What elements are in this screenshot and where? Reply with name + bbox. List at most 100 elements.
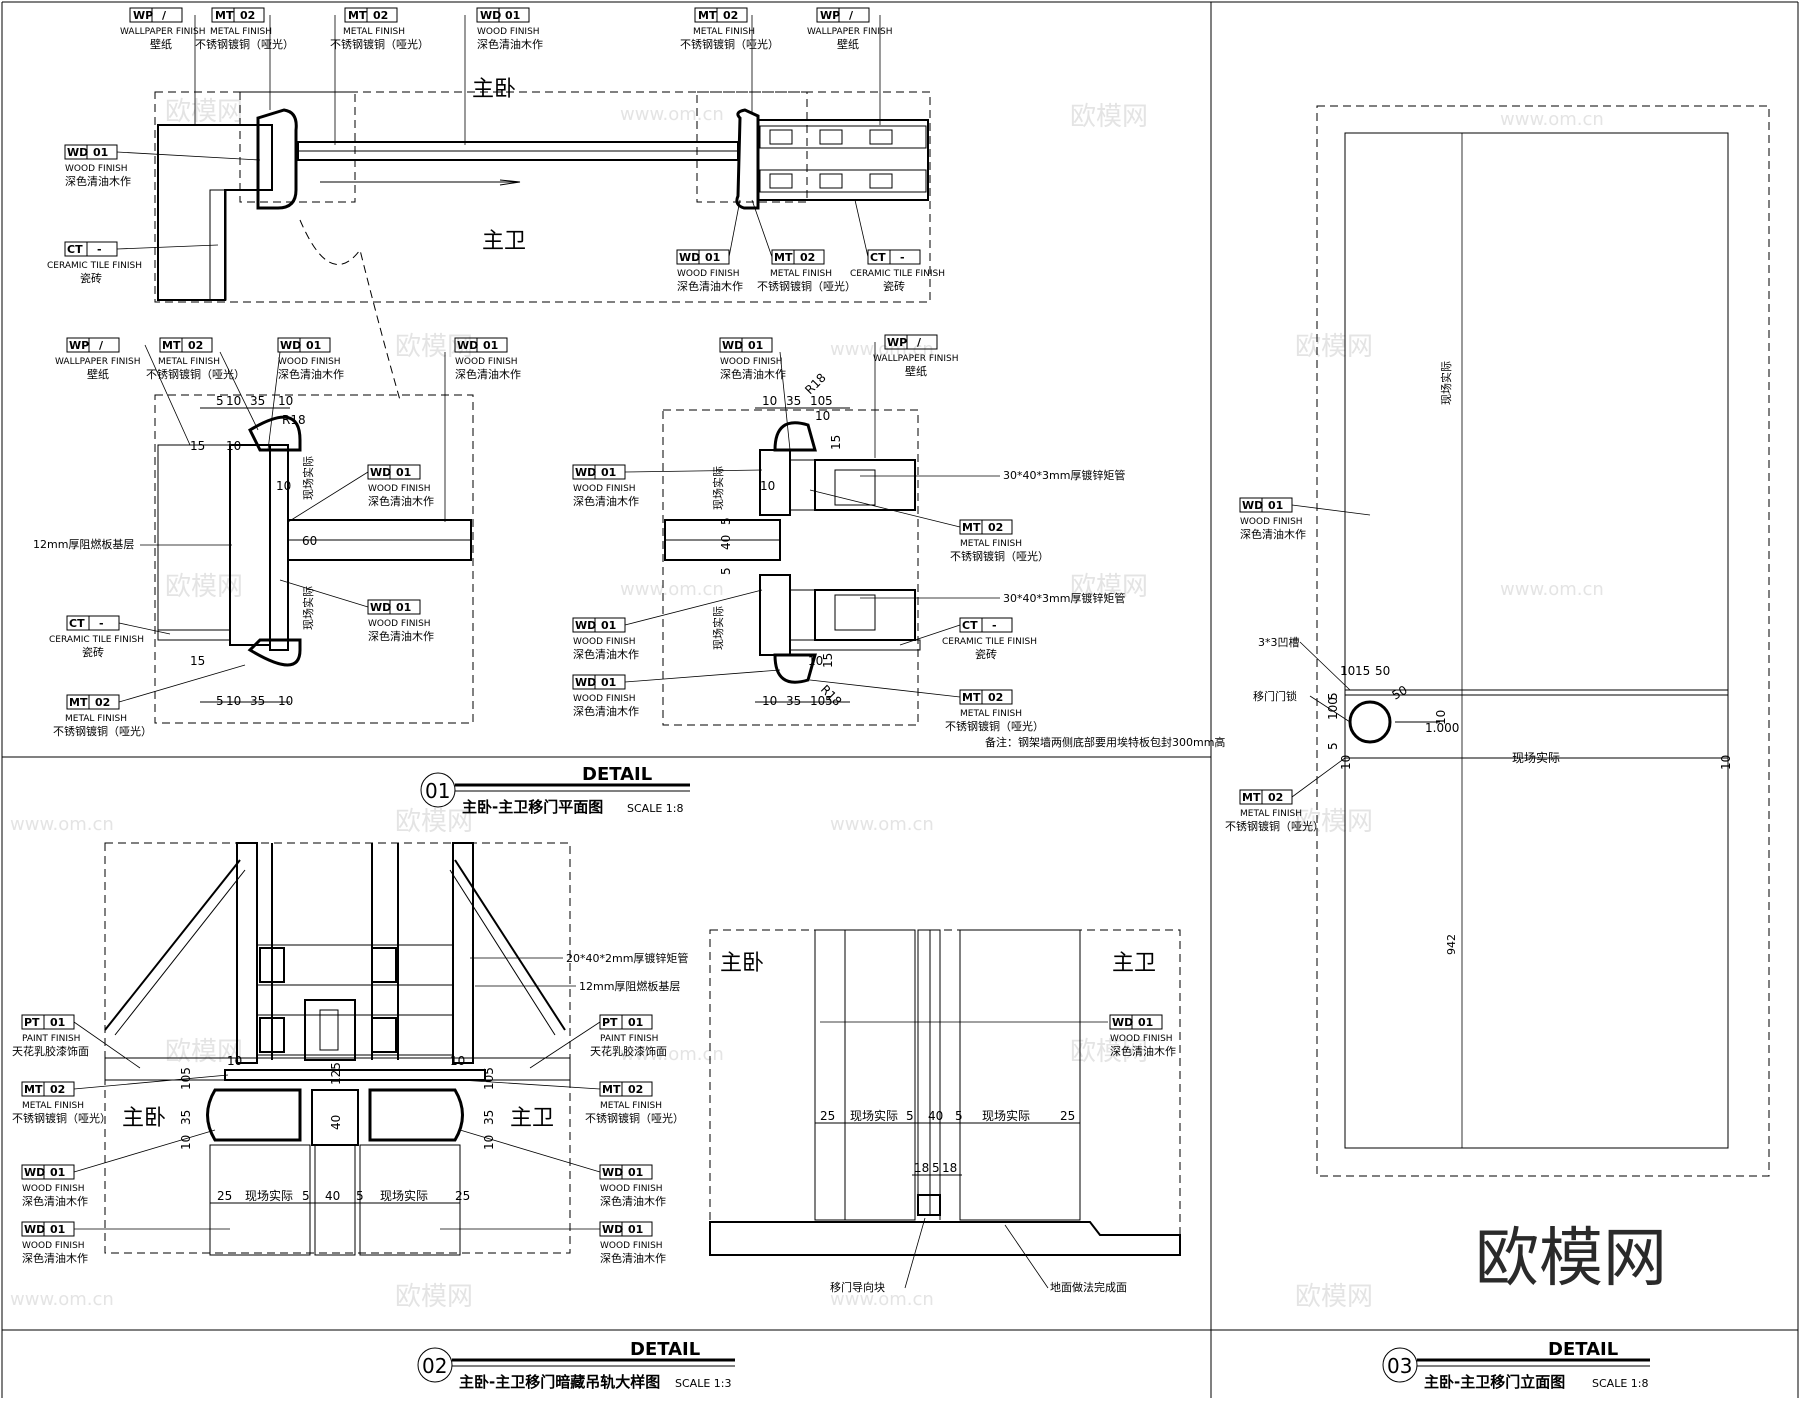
note-guide-block: 移门导向块 — [830, 1280, 885, 1294]
dim: 5 — [825, 694, 833, 708]
tag-en: METAL FINISH — [600, 1101, 662, 1111]
dim: 10 — [815, 409, 830, 423]
tag-en: METAL FINISH — [960, 709, 1022, 719]
tag-cn: 深色清油木作 — [573, 704, 639, 718]
tag-num: 01 — [306, 339, 321, 352]
tag-en: PAINT FINISH — [600, 1034, 658, 1044]
tag-num: 01 — [505, 9, 520, 22]
tag-code: CT — [67, 243, 83, 256]
tag-num: 02 — [1268, 791, 1283, 804]
dim: 10 — [226, 694, 241, 708]
tag-code: WP — [69, 339, 89, 352]
note-groove: 3*3凹槽 — [1258, 636, 1300, 649]
dim: 5 — [302, 1189, 310, 1203]
tag-en: PAINT FINISH — [22, 1034, 80, 1044]
dim-height: 1.000 — [1425, 721, 1459, 735]
note-fire-board: 12mm厚阻燃板基层 — [579, 979, 680, 993]
detail-03-title-block: 03 DETAIL 主卧-主卫移门立面图 SCALE 1:8 — [1382, 1339, 1650, 1391]
tag-code: WD — [457, 339, 478, 352]
tag-num: 02 — [800, 251, 815, 264]
tag-cn: 不锈钢镀铜（哑光） — [1225, 819, 1324, 833]
dim: 35 — [786, 694, 801, 708]
tag-code: MT — [962, 521, 981, 534]
dim: 40 — [329, 1115, 343, 1130]
detail-scale: SCALE 1:8 — [627, 802, 683, 815]
tag-cn: 深色清油木作 — [573, 647, 639, 661]
dim-site: 现场实际 — [301, 586, 315, 630]
room-label-bedroom: 主卧 — [472, 77, 516, 102]
dim: 10 — [810, 394, 825, 408]
tag-num: 01 — [628, 1016, 643, 1029]
tag-cn: 瓷砖 — [80, 271, 102, 285]
dim-site: 现场实际 — [1439, 361, 1453, 405]
tag-code: WD — [575, 619, 596, 632]
detail-title: 主卧-主卫移门暗藏吊轨大样图 — [459, 1373, 660, 1391]
tag-cn: 深色清油木作 — [600, 1251, 666, 1265]
tag-code: WD — [679, 251, 700, 264]
detail-scale: SCALE 1:3 — [675, 1377, 731, 1390]
note-floor-finish: 地面做法完成面 — [1050, 1280, 1127, 1294]
tag-code: PT — [24, 1016, 40, 1029]
tag-num: 01 — [50, 1016, 65, 1029]
tag-cn: 深色清油木作 — [1240, 527, 1306, 541]
note-tube-30: 30*40*3mm厚镀锌矩管 — [1003, 591, 1125, 605]
tag-num: 01 — [601, 619, 616, 632]
dim-length: 942 — [1445, 934, 1458, 955]
dim: 10 — [226, 439, 241, 453]
dim-site: 现场实际 — [711, 466, 725, 510]
dim: 18 — [914, 1161, 929, 1175]
tag-en: METAL FINISH — [210, 27, 272, 37]
tag-en: WOOD FINISH — [22, 1241, 85, 1251]
tag-en: WOOD FINISH — [455, 357, 518, 367]
tag-code: MT — [69, 696, 88, 709]
tag-cn: 不锈钢镀铜（哑光） — [53, 724, 152, 738]
dim-radius: R18 — [282, 413, 306, 427]
detail-title: 主卧-主卫移门立面图 — [1424, 1373, 1565, 1391]
detail-02-section: 主卧 主卫 20*40*2mm厚镀锌矩管 12mm厚阻燃板基层 25 现场实际 … — [104, 842, 688, 1256]
dim: 5 — [825, 394, 833, 408]
tag-en: WOOD FINISH — [477, 27, 540, 37]
tag-num: 01 — [748, 339, 763, 352]
tag-cn: 不锈钢镀铜（哑光） — [950, 549, 1049, 563]
watermark: 欧模网 — [395, 807, 473, 837]
dim: 15 — [1355, 664, 1370, 678]
tag-code: CT — [69, 617, 85, 630]
detail-01-left-enlarged: 5 10 35 10 R18 15 10 10 60 15 5 10 35 10… — [33, 394, 474, 724]
tag-num: 01 — [601, 466, 616, 479]
detail-03-tags: WD 01 WOOD FINISH 深色清油木作 MT 02 METAL FIN… — [1225, 497, 1371, 833]
dim: 18 — [942, 1161, 957, 1175]
dim: 100 — [1326, 697, 1340, 720]
detail-02-elevation: 主卧 主卫 25 现场实际 5 40 5 现场实际 25 18 5 18 移门导… — [709, 929, 1181, 1294]
dim: 5 — [719, 567, 733, 575]
detail-heading: DETAIL — [582, 764, 652, 785]
tag-code: MT — [348, 9, 367, 22]
tag-num: 02 — [50, 1083, 65, 1096]
tag-cn: 深色清油木作 — [677, 279, 743, 293]
tag-cn: 壁纸 — [905, 364, 927, 378]
detail-number: 02 — [422, 1354, 447, 1378]
tag-cn: 深色清油木作 — [600, 1194, 666, 1208]
dim: 125 — [329, 1062, 343, 1085]
tag-num: - — [99, 617, 104, 630]
tag-code: WP — [887, 336, 907, 349]
tag-code: WD — [602, 1166, 623, 1179]
dim: 10 — [808, 654, 823, 668]
watermark-url: www.om.cn — [830, 814, 934, 835]
tag-num: 02 — [188, 339, 203, 352]
watermark-url: www.om.cn — [10, 1289, 114, 1310]
tag-num: / — [917, 336, 922, 349]
tag-en: METAL FINISH — [960, 539, 1022, 549]
dim: 15 — [190, 439, 205, 453]
tag-en: METAL FINISH — [1240, 809, 1302, 819]
tag-code: WD — [370, 466, 391, 479]
dim: 35 — [250, 694, 265, 708]
tag-num: 02 — [723, 9, 738, 22]
note-bottom: 备注：钢架墙两侧底部要用埃特板包封300mm高 — [985, 735, 1225, 749]
tag-cn: 不锈钢镀铜（哑光） — [195, 37, 294, 51]
tag-cn: 不锈钢镀铜（哑光） — [12, 1111, 111, 1125]
tag-code: WD — [1112, 1016, 1133, 1029]
tag-cn: 天花乳胶漆饰面 — [590, 1044, 667, 1058]
tag-en: METAL FINISH — [65, 714, 127, 724]
tag-code: WD — [602, 1223, 623, 1236]
